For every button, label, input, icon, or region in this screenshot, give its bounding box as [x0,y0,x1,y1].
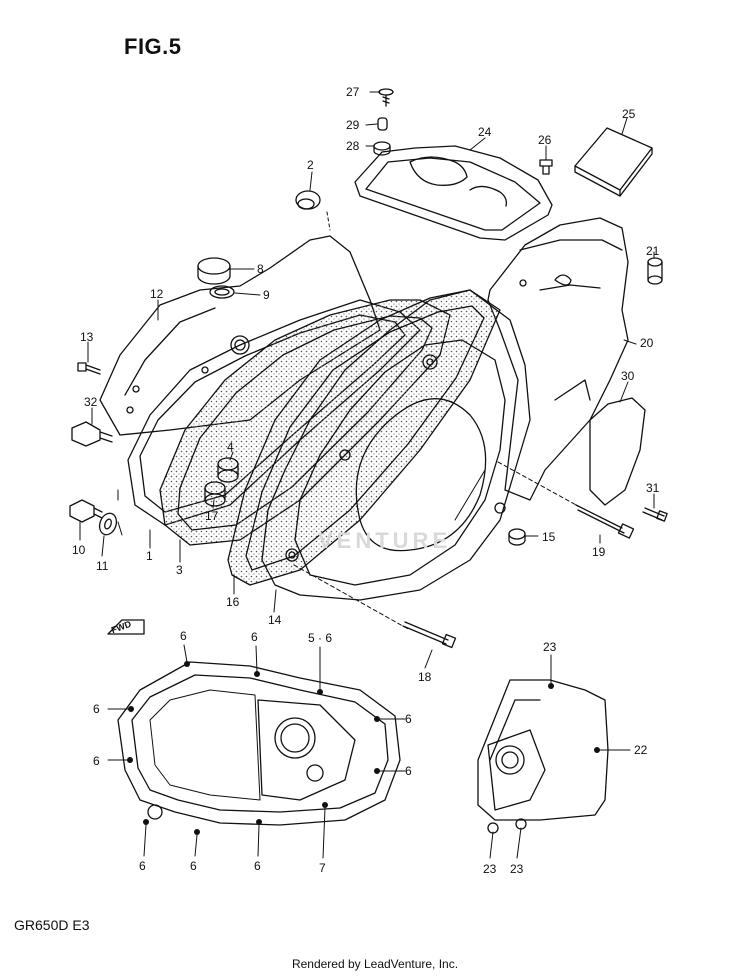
callout-6-right-lower: 6 [405,764,412,778]
callout-14: 14 [268,613,282,627]
leader-lines [80,92,654,858]
callout-21: 21 [646,244,660,258]
sprocket-cover [118,661,400,835]
grommet-28 [374,142,390,155]
callout-7: 7 [319,861,326,875]
model-code: GR650D E3 [14,917,90,933]
callout-23-bottom-right: 23 [510,862,524,876]
callout-13: 13 [80,330,94,344]
dowel-21 [648,258,662,284]
callout-30: 30 [621,369,635,383]
switch-32 [72,422,112,446]
callout-6-left-lower: 6 [93,754,100,768]
sleeve-17 [205,482,225,506]
cap-29 [378,118,387,130]
callout-6-bottom-2: 6 [190,859,197,873]
bolt-26 [540,160,552,174]
callout-10: 10 [72,543,86,557]
screw-31 [643,508,667,521]
callout-6-right-upper: 6 [405,712,412,726]
rear-cover-20 [488,218,628,500]
clutch-cover-14 [262,290,530,600]
callout-6-top-mid: 6 [251,630,258,644]
callout-9: 9 [263,288,270,302]
sleeve-4 [218,458,238,482]
callout-8: 8 [257,262,264,276]
drain-bolt-10 [70,500,102,522]
callout-23-bottom-left: 23 [483,862,497,876]
callout-28: 28 [346,139,360,153]
fwd-arrow [108,620,144,634]
bolt-19 [576,505,634,538]
callout-1: 1 [146,549,153,563]
callout-6-bottom-1: 6 [139,859,146,873]
filler-cap-8 [198,258,230,284]
top-cover-24 [355,146,552,240]
callout-6-left-upper: 6 [93,702,100,716]
callout-6-bottom-3: 6 [254,859,261,873]
callout-18: 18 [418,670,432,684]
credit-footer: Rendered by LeadVenture, Inc. [291,957,459,971]
callout-15: 15 [542,530,556,544]
callout-27: 27 [346,85,360,99]
plate-25 [575,128,652,196]
callout-24: 24 [478,125,492,139]
screw-13 [78,363,100,374]
callout-22: 22 [634,743,648,757]
callout-12: 12 [150,287,164,301]
lower-cover-22 [478,680,608,833]
bolt-18 [403,622,456,648]
callout-5-6: 5 · 6 [308,631,333,645]
callout-23-top: 23 [543,640,557,654]
callout-4: 4 [227,440,234,454]
callout-29: 29 [346,118,360,132]
callout-20: 20 [640,336,654,350]
cap-2 [296,191,320,209]
callout-25: 25 [622,107,636,121]
plug-15 [509,529,525,545]
callout-19: 19 [592,545,606,559]
callout-2: 2 [307,158,314,172]
bolt-27 [379,89,393,106]
figure-title: FIG.5 [124,34,182,59]
callout-17: 17 [205,509,219,523]
washer-11 [97,511,120,537]
watermark: VENTURE [318,528,452,553]
small-cover-30 [590,398,645,505]
callout-31: 31 [646,481,660,495]
o-ring-9 [210,286,234,298]
callout-6-top-left: 6 [180,629,187,643]
callout-16: 16 [226,595,240,609]
callout-3: 3 [176,563,183,577]
callout-32: 32 [84,395,98,409]
callout-26: 26 [538,133,552,147]
callout-11: 11 [96,559,109,573]
